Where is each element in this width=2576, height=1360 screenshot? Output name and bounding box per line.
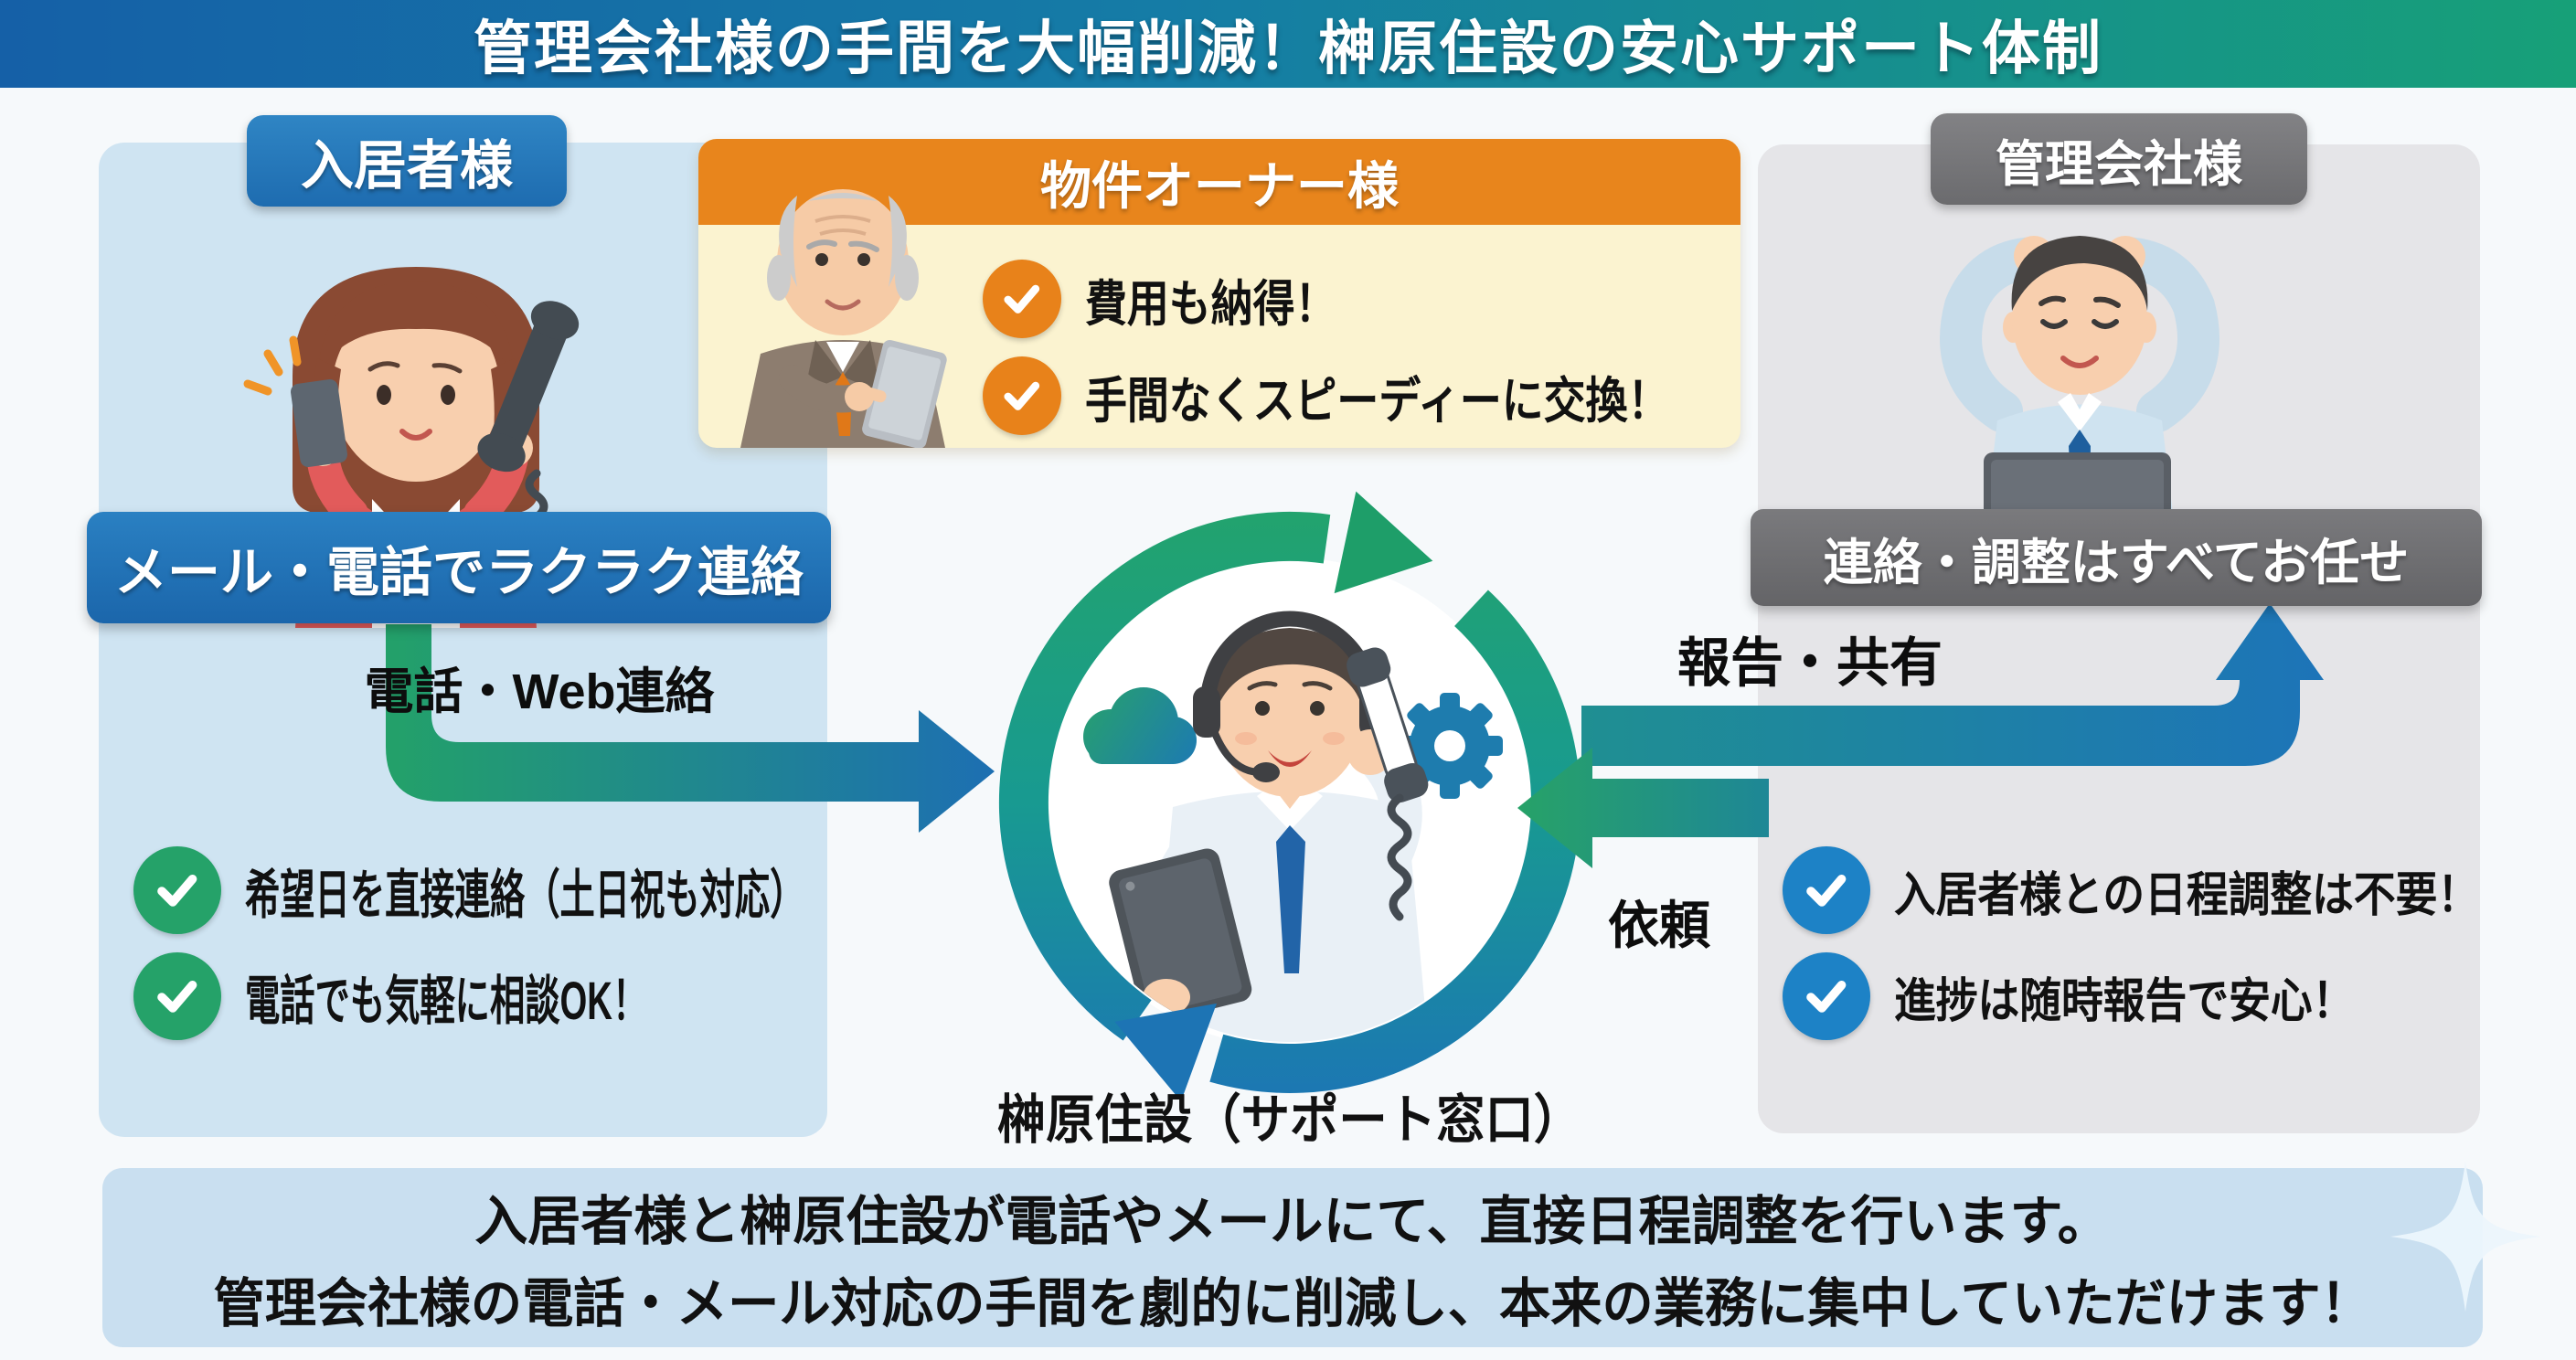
phone-receiver-icon [477, 301, 580, 473]
resident-badge: 入居者様 [247, 115, 567, 207]
support-hub [970, 483, 1610, 1122]
management-check-row: 進捗は随時報告で安心！ [1783, 952, 2417, 1040]
owner-check-row: 手間なくスピーディーに交換！ [983, 356, 1772, 435]
arrow-management-to-support [1517, 748, 1769, 868]
header-bar: 管理会社様の手間を大幅削減！榊原住設の安心サポート体制 [0, 0, 2576, 88]
tablet-icon [862, 340, 947, 448]
support-center-label: 榊原住設（サポート窓口） [996, 1090, 1583, 1150]
resident-bar-label: メール・電話でラクラク連絡 [113, 543, 804, 602]
tablet-icon [1109, 848, 1252, 1024]
flow-label-phone-web: 電話・Web連絡 [364, 664, 715, 719]
flow-label-request: 依頼 [1608, 897, 1710, 954]
resident-bar: メール・電話でラクラク連絡 [87, 512, 831, 623]
management-check-row: 入居者様との日程調整は不要！ [1783, 846, 2559, 934]
arrow-support-to-management [1581, 603, 2324, 766]
footer-panel: 入居者様と榊原住設が電話やメールにて、直接日程調整を行います。 管理会社様の電話… [102, 1168, 2483, 1347]
phone-receiver-icon [1347, 647, 1429, 803]
resident-check-row: 電話でも気軽に相談OK！ [133, 952, 855, 1040]
resident-check-label: 電話でも気軽に相談OK！ [245, 972, 648, 1031]
footer-line2: 管理会社様の電話・メール対応の手間を劇的に削減し、本来の業務に集中していただけま… [213, 1274, 2372, 1333]
management-badge: 管理会社様 [1931, 113, 2307, 205]
alert-spark-icon [243, 335, 302, 396]
check-icon [983, 260, 1061, 338]
resident-check-label: 希望日を直接連絡（土日祝も対応） [245, 866, 805, 925]
sparkle-icon [2390, 1161, 2541, 1312]
cloud-icon [1083, 687, 1197, 764]
arrow-resident-to-support [386, 624, 995, 833]
check-icon [133, 846, 221, 934]
owner-check-label: 費用も納得！ [1085, 276, 1337, 332]
resident-check-row: 希望日を直接連絡（土日祝も対応） [133, 846, 1093, 934]
check-icon [1783, 846, 1870, 934]
management-badge-label: 管理会社様 [1996, 136, 2242, 192]
owner-check-label: 手間なくスピーディーに交換！ [1085, 373, 1670, 429]
footer-line1: 入居者様と榊原住設が電話やメールにて、直接日程調整を行います。 [474, 1192, 2111, 1251]
check-icon [133, 952, 221, 1040]
owner-badge-label: 物件オーナー様 [1040, 156, 1399, 215]
resident-badge-label: 入居者様 [300, 136, 513, 196]
page-title: 管理会社様の手間を大幅削減！榊原住設の安心サポート体制 [474, 16, 2102, 81]
owner-illustration [706, 157, 980, 448]
management-check-label: 進捗は随時報告で安心！ [1894, 974, 2355, 1028]
management-bar-label: 連絡・調整はすべてお任せ [1823, 535, 2410, 590]
management-bar: 連絡・調整はすべてお任せ [1751, 509, 2482, 606]
owner-check-row: 費用も納得！ [983, 260, 1381, 338]
management-check-label: 入居者様との日程調整は不要！ [1894, 868, 2480, 922]
mic-icon [1252, 762, 1280, 782]
check-icon [1783, 952, 1870, 1040]
flow-label-report-share: 報告・共有 [1677, 633, 1943, 693]
cycle-arrows-icon [998, 491, 1581, 1102]
check-icon [983, 356, 1061, 435]
